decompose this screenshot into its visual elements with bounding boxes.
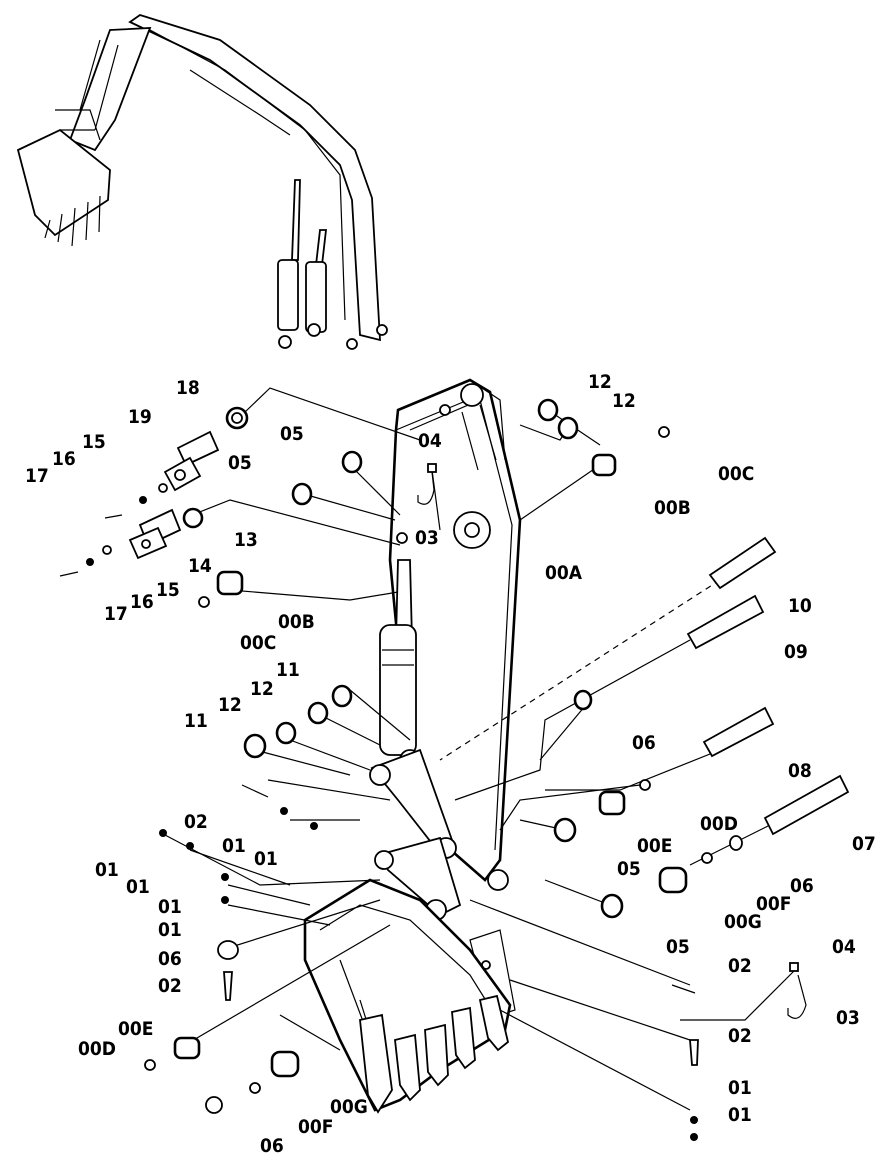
callout-label: 10: [788, 595, 812, 617]
callout-label: 13: [234, 529, 258, 551]
callout-label: 19: [128, 406, 152, 428]
callout-label: 06: [790, 875, 814, 897]
callout-label: 00F: [298, 1116, 333, 1138]
leader-lines: [164, 387, 796, 1111]
callout-label: 00E: [118, 1018, 153, 1040]
callout-label: 05: [666, 936, 690, 958]
callout-label: 01: [158, 896, 182, 918]
callout-label: 01: [728, 1104, 752, 1126]
callout-label: 00E: [637, 835, 672, 857]
callout-label: 12: [218, 694, 242, 716]
callout-label: 12: [612, 390, 636, 412]
callout-label: 00G: [724, 911, 762, 933]
bucket: [303, 878, 512, 1114]
callout-label: 05: [280, 423, 304, 445]
callout-label: 06: [158, 948, 182, 970]
pins-and-bushings: [59, 398, 850, 1141]
callout-label: 00B: [278, 611, 315, 633]
callout-label: 17: [25, 465, 49, 487]
callout-label: 01: [95, 859, 119, 881]
callout-label: 02: [184, 811, 208, 833]
callout-label: 03: [415, 527, 439, 549]
callout-label: 03: [836, 1007, 860, 1029]
callout-label: 12: [250, 678, 274, 700]
callout-label: 16: [130, 591, 154, 613]
callout-label: 01: [728, 1077, 752, 1099]
callout-label: 00D: [700, 813, 738, 835]
callout-label: 00F: [756, 893, 791, 915]
callout-label: 02: [728, 955, 752, 977]
callout-label: 00C: [718, 463, 754, 485]
callout-label: 11: [276, 659, 300, 681]
callout-label: 02: [728, 1025, 752, 1047]
callout-label: 01: [222, 835, 246, 857]
callout-label: 00B: [654, 497, 691, 519]
callout-label: 04: [418, 430, 442, 452]
callout-label: 09: [784, 641, 808, 663]
callout-label: 01: [126, 876, 150, 898]
callout-label: 00C: [240, 632, 276, 654]
callout-label: 12: [588, 371, 612, 393]
excavator-overview-illustration: [16, 14, 388, 350]
bucket-linkage: [369, 748, 462, 921]
callout-label: 17: [104, 603, 128, 625]
callout-label: 05: [228, 452, 252, 474]
callout-label: 01: [254, 848, 278, 870]
callout-label: 06: [260, 1135, 284, 1157]
callout-label: 00G: [330, 1096, 368, 1118]
callout-label: 00D: [78, 1038, 116, 1060]
callout-label: 15: [82, 431, 106, 453]
callout-label: 04: [832, 936, 856, 958]
callout-label: 05: [617, 858, 641, 880]
callout-label: 11: [184, 710, 208, 732]
callout-label: 08: [788, 760, 812, 782]
callout-label: 02: [158, 975, 182, 997]
callout-label: 16: [52, 448, 76, 470]
callout-label: 06: [632, 732, 656, 754]
callout-label: 01: [158, 919, 182, 941]
callout-label: 07: [852, 833, 876, 855]
callout-label: 14: [188, 555, 212, 577]
callout-labels: 18 19 15 16 17 13 14 15 16 17 05 05 04 0…: [25, 371, 876, 1157]
callout-label: 00A: [545, 562, 583, 584]
callout-label: 18: [176, 377, 200, 399]
callout-label: 15: [156, 579, 180, 601]
